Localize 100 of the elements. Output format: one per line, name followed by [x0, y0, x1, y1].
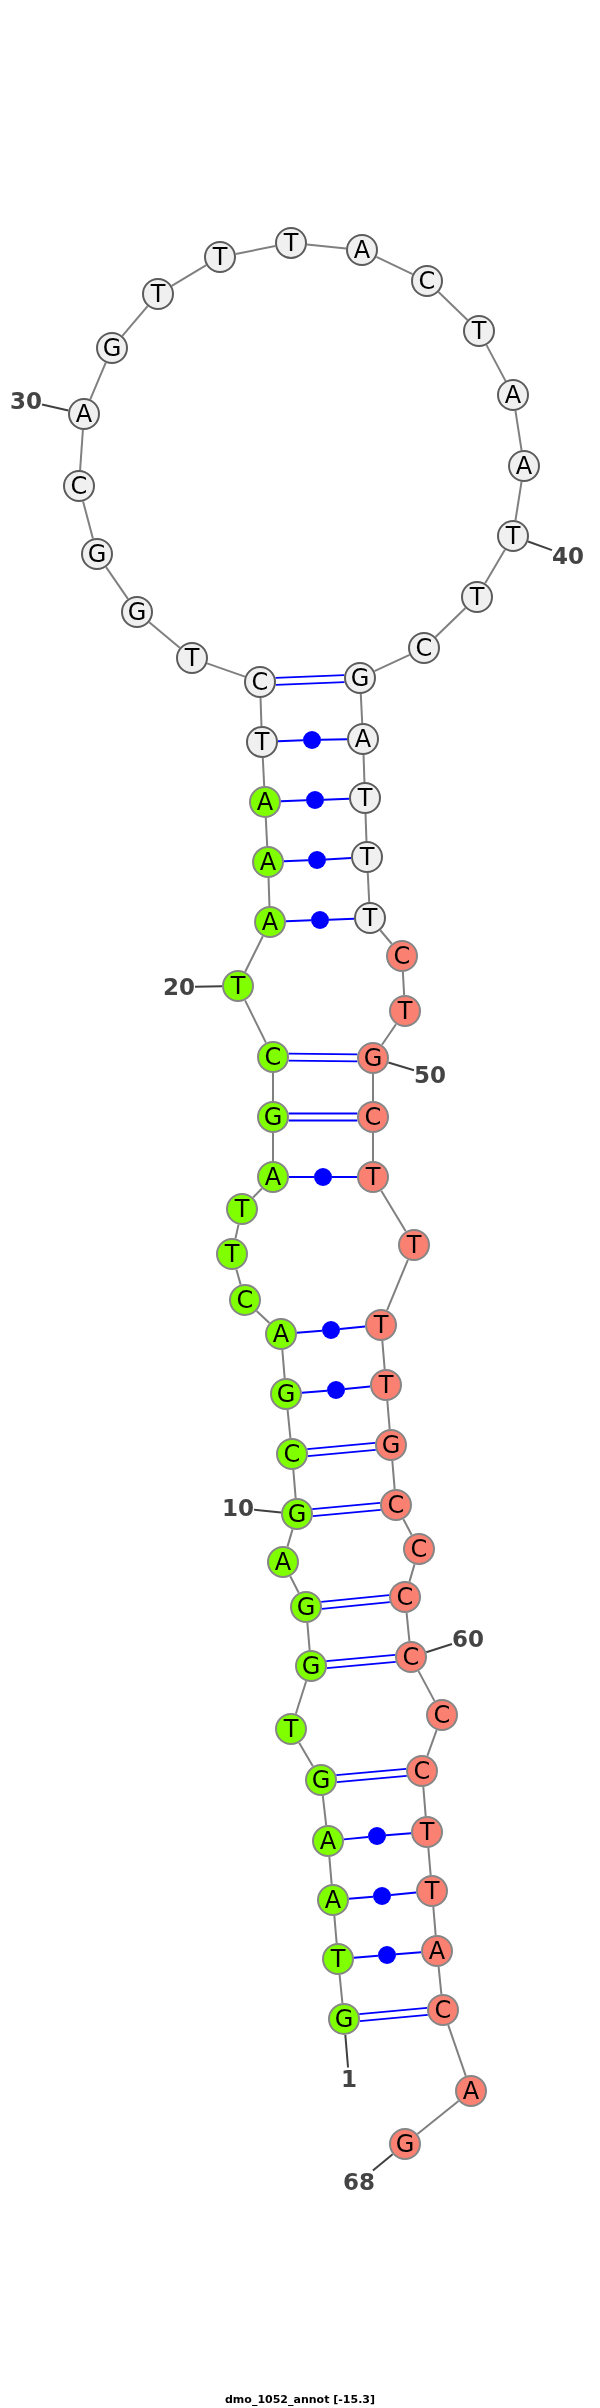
nucleotide-circle — [249, 786, 281, 818]
backbone-line — [381, 1023, 397, 1046]
base-letter: C — [434, 1998, 452, 2022]
nucleotide-circle — [351, 841, 383, 873]
base-letter: C — [364, 1105, 382, 1129]
base-letter: A — [264, 1165, 282, 1189]
nucleotide-circle — [222, 970, 254, 1002]
backbone-line — [514, 409, 523, 452]
backbone-line — [485, 344, 507, 382]
leader-line — [344, 2033, 350, 2069]
base-letter: A — [256, 790, 274, 814]
base-letter: T — [505, 524, 521, 548]
base-letter: T — [254, 730, 270, 754]
base-pair-line — [287, 1112, 359, 1122]
backbone-line — [427, 1846, 432, 1877]
nucleotide-circle — [389, 2128, 421, 2160]
nucleotide-circle — [81, 538, 113, 570]
base-letter: T — [357, 786, 373, 810]
backbone-line — [206, 662, 246, 678]
nucleotide-circle — [463, 315, 495, 347]
nucleotide-circle — [312, 1825, 344, 1857]
base-letter: G — [381, 1433, 401, 1457]
nucleotide-circle — [244, 666, 276, 698]
base-pair-line — [358, 2007, 429, 2022]
backbone-line — [294, 1680, 308, 1715]
base-letter: C — [251, 670, 269, 694]
base-letter: A — [75, 402, 93, 426]
backbone-line — [261, 757, 266, 787]
base-letter: T — [234, 1197, 250, 1221]
base-pair-line — [323, 797, 350, 801]
base-pair-line — [295, 1329, 324, 1334]
nucleotide-circle — [354, 902, 386, 934]
backbone-line — [105, 566, 129, 600]
base-letter: C — [393, 944, 411, 968]
pair-dot-icon — [306, 791, 324, 809]
base-pair-line — [325, 856, 353, 861]
backbone-line — [359, 693, 364, 724]
base-letter: T — [150, 282, 166, 306]
backbone-line — [234, 1223, 240, 1240]
base-pair-line — [389, 1891, 418, 1897]
backbone-line — [372, 1132, 374, 1162]
nucleotide-circle — [226, 1193, 258, 1225]
base-letter: T — [365, 1165, 381, 1189]
position-number: 20 — [163, 975, 195, 999]
base-letter: G — [263, 1105, 283, 1129]
position-number: 40 — [552, 544, 584, 568]
nucleotide-circle — [357, 1101, 389, 1133]
nucleotide-circle — [395, 1641, 427, 1673]
nucleotide-circle — [295, 1650, 327, 1682]
base-letter: T — [283, 231, 299, 255]
base-letter: A — [515, 454, 533, 478]
base-letter: A — [353, 238, 371, 262]
backbone-line — [426, 1729, 438, 1757]
nucleotide-circle — [398, 1229, 430, 1261]
base-letter: G — [296, 1595, 316, 1619]
backbone-line — [121, 305, 149, 337]
position-number: 30 — [10, 389, 42, 413]
backbone-line — [89, 361, 107, 401]
backbone-line — [434, 607, 467, 638]
nucleotide-circle — [142, 278, 174, 310]
nucleotide-circle — [204, 241, 236, 273]
leader-line — [371, 2153, 394, 2172]
nucleotide-circle — [455, 2075, 487, 2107]
backbone-line — [375, 255, 414, 276]
backbone-line — [437, 291, 469, 321]
base-letter: A — [261, 910, 279, 934]
base-pair-line — [274, 674, 346, 686]
base-pair-line — [394, 1951, 423, 1956]
base-letter: C — [418, 269, 436, 293]
pair-dot-icon — [308, 851, 326, 869]
base-letter: T — [330, 1947, 346, 1971]
backbone-line — [391, 1459, 396, 1491]
nucleotide-circle — [270, 1378, 302, 1410]
backbone-line — [372, 1073, 374, 1102]
base-letter: C — [236, 1288, 254, 1312]
base-letter: A — [354, 727, 372, 751]
base-pair-line — [328, 917, 355, 921]
backbone-line — [416, 2100, 460, 2135]
backbone-line — [417, 1670, 436, 1702]
base-pair-line — [335, 1768, 408, 1783]
base-letter: G — [395, 2132, 415, 2156]
backbone-line — [338, 1973, 344, 2005]
backbone-line — [255, 1310, 271, 1324]
base-pair-line — [300, 1389, 329, 1394]
nucleotide-circle — [254, 906, 286, 938]
base-letter: A — [428, 1939, 446, 1963]
base-pair-line — [320, 1594, 391, 1610]
position-number: 10 — [222, 1496, 254, 1520]
backbone-line — [401, 971, 406, 996]
base-pair-line — [343, 1385, 372, 1391]
caption: dmo_1052_annot [-15.3] — [225, 2393, 375, 2406]
base-letter: C — [283, 1442, 301, 1466]
backbone-line — [373, 653, 411, 673]
nucleotide-circle — [411, 1816, 443, 1848]
base-letter: A — [504, 383, 522, 407]
nucleotide-circle — [344, 662, 376, 694]
base-letter: T — [378, 1373, 394, 1397]
nucleotide-circle — [426, 1699, 458, 1731]
nucleotide-circle — [257, 1041, 289, 1073]
leader-line — [41, 403, 70, 412]
